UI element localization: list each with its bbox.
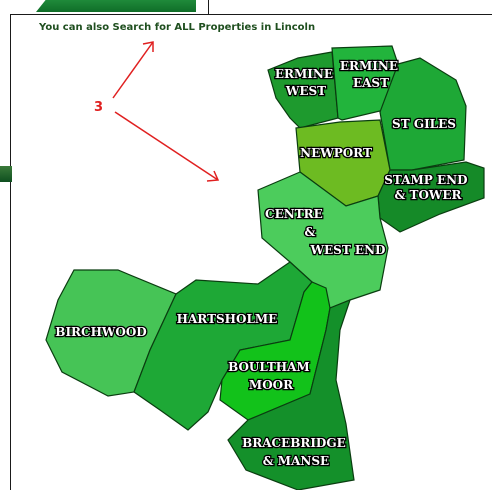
frame-top-border — [10, 14, 492, 15]
top-tab-strip — [36, 0, 196, 12]
frame-left-border — [10, 14, 11, 490]
annotation-arrows — [112, 41, 220, 182]
region-st-giles[interactable] — [379, 57, 467, 171]
region-stamp-end-tower[interactable] — [377, 161, 485, 233]
label-newport: NEWPORT — [300, 146, 372, 160]
frame-notch — [208, 0, 209, 14]
search-all-properties-link[interactable]: You can also Search for ALL Properties i… — [39, 22, 316, 33]
region-bracebridge-manse[interactable] — [227, 298, 355, 490]
label-hartsholme: HARTSHOLME — [177, 312, 278, 326]
arrow-down-head — [206, 170, 220, 182]
label-ermine-east: ERMINE EAST — [340, 59, 402, 90]
arrow-up — [112, 41, 154, 99]
side-nav-bar — [0, 166, 12, 182]
label-st-giles: ST GILES — [392, 117, 456, 131]
region-birchwood[interactable] — [45, 269, 177, 397]
label-bracebridge-manse: BRACEBRIDGE & MANSE — [242, 436, 350, 468]
label-centre-west-end: CENTRE & WEST END — [265, 207, 385, 257]
region-ermine-west[interactable] — [267, 51, 339, 129]
label-ermine-west: ERMINE WEST — [275, 67, 337, 98]
arrow-up-head — [142, 41, 154, 52]
label-birchwood: BIRCHWOOD — [55, 325, 146, 339]
label-stamp-end-tower: STAMP END & TOWER — [384, 173, 471, 202]
annotation-number: 3 — [94, 100, 104, 115]
arrow-down — [114, 111, 219, 181]
label-boultham-moor: BOULTHAM MOOR — [228, 360, 314, 392]
